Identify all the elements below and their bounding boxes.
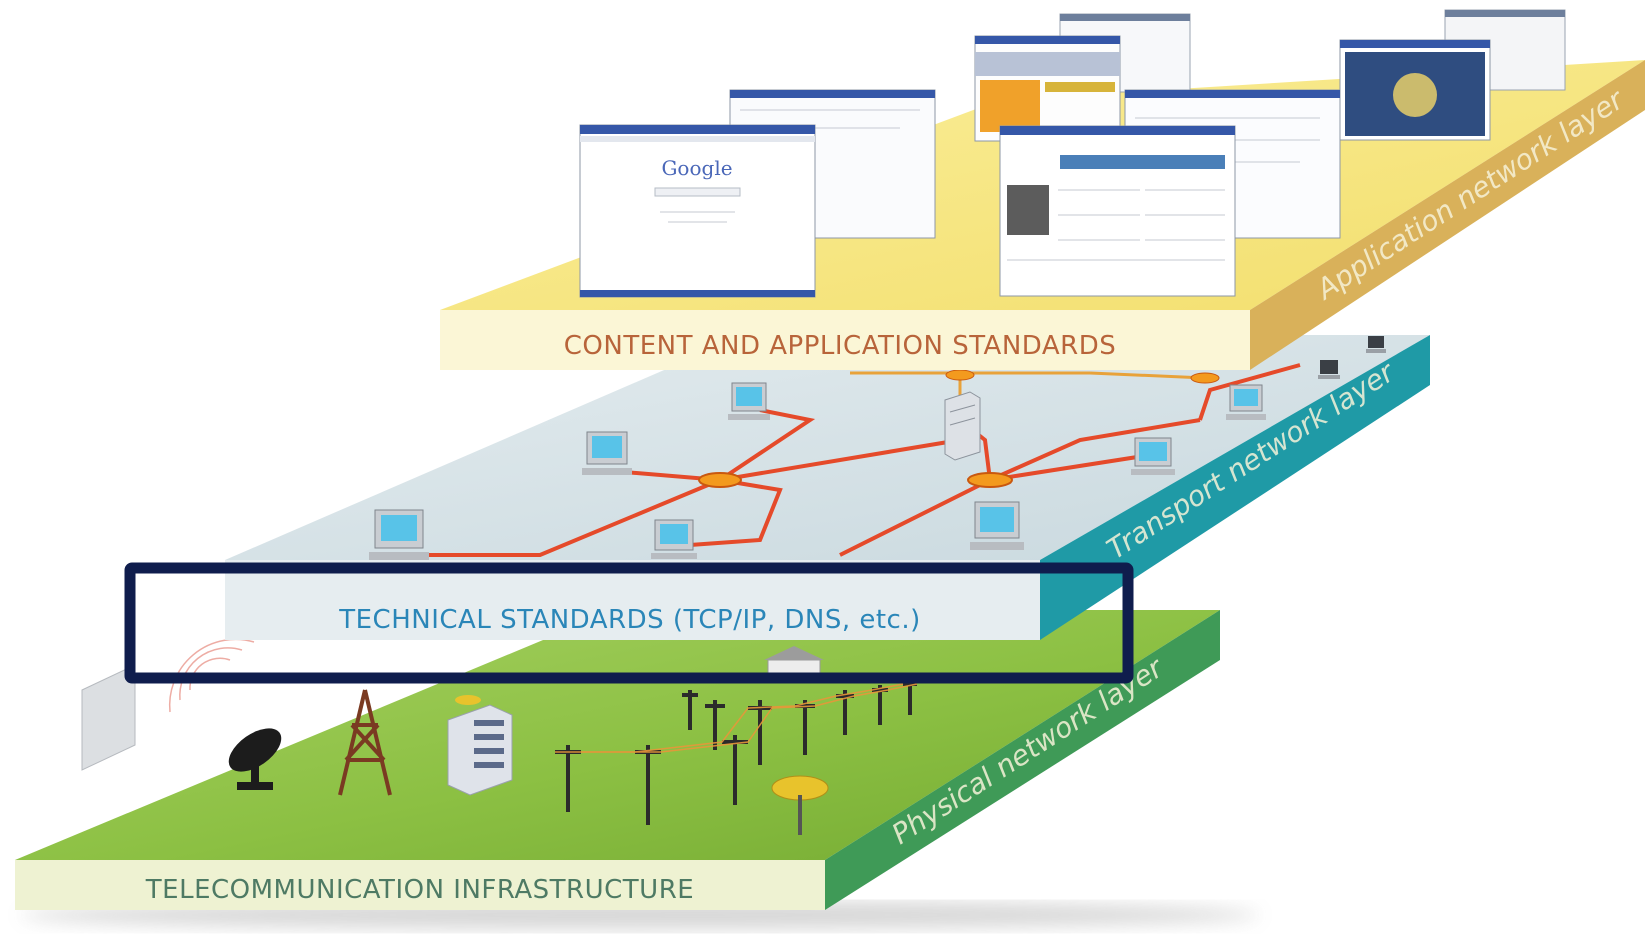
- power-lines: [555, 683, 918, 753]
- desktop-computer-icon: [1131, 437, 1175, 475]
- browser-window-icon: [999, 125, 1236, 297]
- browser-window-icon: [974, 35, 1121, 142]
- browser-window-google: Google: [579, 124, 816, 298]
- transport-layer-title: TECHNICAL STANDARDS (TCP/IP, DNS, etc.): [338, 605, 921, 635]
- desktop-computer-icon: [970, 501, 1024, 550]
- server-tower-icon: [944, 391, 981, 461]
- application-front-band: [440, 310, 1250, 370]
- physical-side-band: [825, 610, 1220, 910]
- satellite-dish-icon: [228, 728, 282, 790]
- router-node-icon: [698, 369, 1220, 488]
- desktop-computers: [369, 336, 1386, 560]
- desktop-computer-icon: [1226, 384, 1266, 420]
- transport-layer: [225, 335, 1430, 640]
- radio-tower-icon: [338, 689, 392, 796]
- application-layer-title: CONTENT AND APPLICATION STANDARDS: [564, 331, 1116, 361]
- application-side-band: [1250, 60, 1645, 370]
- desktop-computer-icon: [369, 509, 429, 560]
- desktop-computer-icon: [651, 519, 697, 559]
- physical-front-band: [15, 860, 825, 910]
- transport-front-band: [225, 560, 1040, 640]
- antenna-panel: [81, 664, 136, 771]
- google-logo: Google: [661, 156, 732, 180]
- application-layer: Google CONTENT AND APPLICATION STANDARDS…: [440, 9, 1645, 370]
- physical-layer-title: TELECOMMUNICATION INFRASTRUCTURE: [145, 875, 694, 905]
- desktop-computer-icon: [728, 382, 770, 420]
- desktop-computer-icon: [1366, 336, 1386, 353]
- browser-window-icon: [1339, 39, 1491, 141]
- desktop-computer-icon: [1318, 360, 1340, 379]
- highlight-box: [124, 562, 1134, 684]
- desktop-computer-icon: [582, 431, 632, 475]
- transport-side-band: [1040, 335, 1430, 640]
- yellow-dish-icon: [771, 775, 829, 835]
- building-icon: [447, 695, 513, 796]
- transport-surface: [225, 335, 1430, 560]
